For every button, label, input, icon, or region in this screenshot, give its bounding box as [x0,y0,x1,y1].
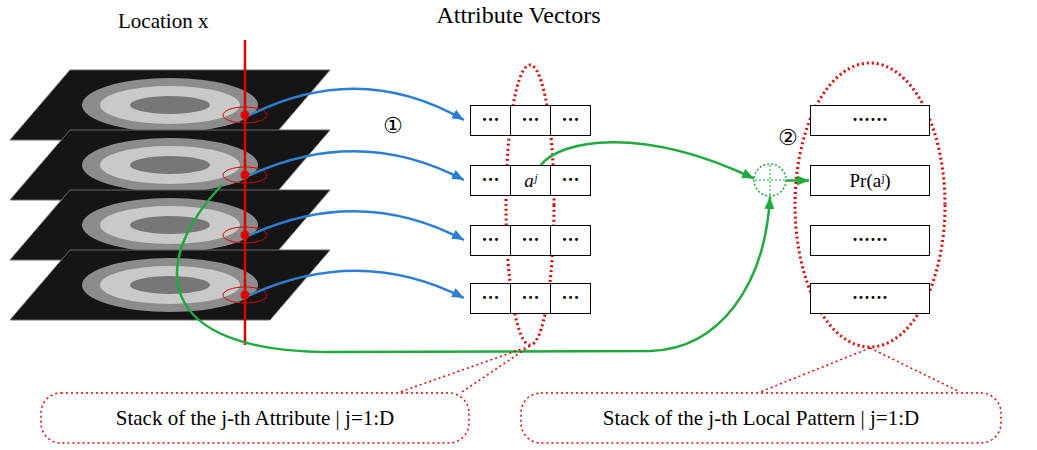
sum-operator [754,164,786,196]
extract-arrow [250,89,464,120]
cell-text: ··· [481,110,499,131]
callout-box: Stack of the j-th Attribute | j=1:D [40,392,470,444]
location-dot [241,171,250,180]
brain [82,258,258,312]
cell-text: ··· [561,170,579,191]
cell-text: ··· [561,110,579,131]
sum-cross [770,165,771,195]
cell-text: ··· [521,230,539,251]
attribute-stack-outline [506,65,554,345]
sum-cross [755,180,785,181]
pattern-stack-outline [795,63,945,347]
image-input-arrow [177,185,770,352]
brain-tissue [100,86,240,124]
attribute-cell: ··· [550,225,591,256]
cell-text: aʲ [524,170,537,192]
leader-line [400,346,530,392]
extract-arrow [250,211,464,240]
callout-text: Stack of the j-th Attribute | j=1:D [116,406,395,431]
ventricle [130,156,210,174]
mri-slice [10,250,330,320]
attribute-cell: ··· [510,225,551,256]
cell-text: ··· [481,288,499,309]
cell-text: ··· [561,230,579,251]
cell-text: Pr(aʲ) [850,170,891,192]
attribute-cell: aʲ [510,165,551,196]
leader-line [462,346,530,392]
sum-circle [754,164,786,196]
slice-plane [10,250,330,320]
attribute-cell: ··· [550,165,591,196]
callout-border [521,393,1001,443]
pattern-cell: Pr(aʲ) [810,165,930,196]
leader-line [870,348,960,392]
cell-text: ··· [481,230,499,251]
callout-box: Stack of the j-th Local Pattern | j=1:D [520,392,1002,444]
location-dot [241,111,250,120]
attribute-cell: ··· [550,283,591,314]
cell-text: ··· [521,288,539,309]
cell-text: ······ [852,288,888,309]
cell-text: ······ [852,230,888,251]
cell-text: ··· [521,110,539,131]
leader-line [760,348,870,392]
brain-tissue [100,146,240,184]
callout-number: ② [778,126,798,150]
cell-text: ······ [852,110,888,131]
pattern-cell: ······ [810,225,930,256]
attribute-cell: ··· [510,105,551,136]
location-dot [241,231,250,240]
cell-text: ··· [561,288,579,309]
attribute-cell: ··· [550,105,591,136]
ventricle [130,96,210,114]
location-label: Location x [118,10,208,33]
ventricle [130,216,210,234]
callout-border [41,393,469,443]
attribute-cell: ··· [470,283,511,314]
brain-tissue [100,266,240,304]
brain [82,198,258,252]
cell-text: ··· [481,170,499,191]
combine-arrow-out [786,179,809,182]
pattern-cell: ······ [810,283,930,314]
location-dot [241,291,250,300]
brain [82,138,258,192]
extract-arrow [250,151,464,180]
ventricle [130,276,210,294]
callout-text: Stack of the j-th Local Pattern | j=1:D [603,406,919,431]
brain-tissue [100,206,240,244]
callout-number: ① [383,114,403,138]
attribute-cell: ··· [470,225,511,256]
attribute-cell: ··· [470,105,511,136]
extract-arrow [250,271,464,298]
pattern-cell: ······ [810,105,930,136]
brain [82,78,258,132]
attribute-cell: ··· [470,165,511,196]
attribute-cell: ··· [510,283,551,314]
